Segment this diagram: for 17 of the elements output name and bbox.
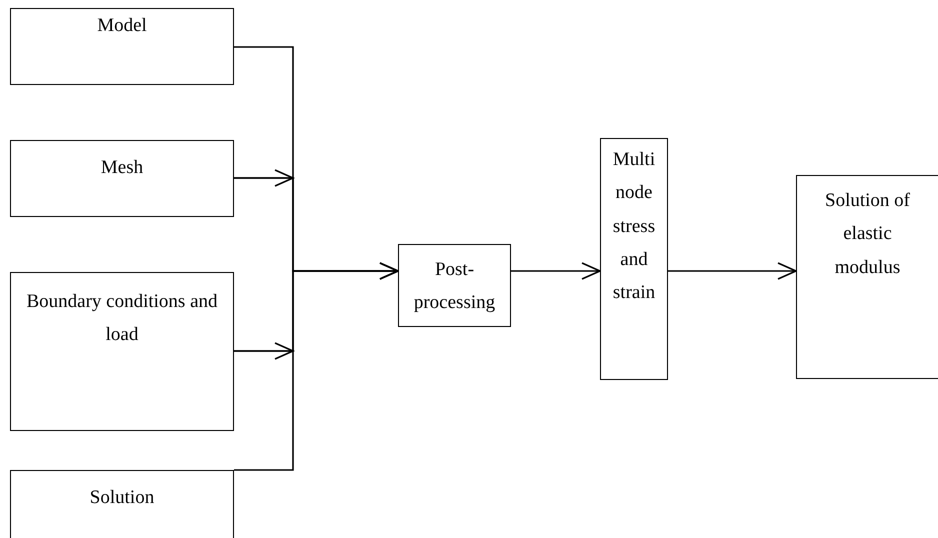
box-label: Multi node stress and strain	[612, 148, 656, 305]
box-label: Boundary conditions and load	[25, 290, 219, 348]
process-box	[600, 138, 668, 380]
box-label: Solution	[88, 486, 156, 510]
process-box	[10, 8, 234, 85]
process-box	[398, 244, 511, 327]
process-box	[10, 272, 234, 431]
arrow	[511, 262, 601, 280]
box-label: Model	[96, 14, 148, 38]
arrow	[668, 262, 797, 280]
box-label: Mesh	[100, 156, 144, 180]
box-label: Solution of elastic modulus	[825, 189, 910, 280]
process-box	[10, 470, 234, 538]
box-label: Post- processing	[412, 258, 496, 316]
process-box	[796, 175, 938, 379]
arrow	[234, 262, 399, 471]
process-box	[10, 140, 234, 217]
